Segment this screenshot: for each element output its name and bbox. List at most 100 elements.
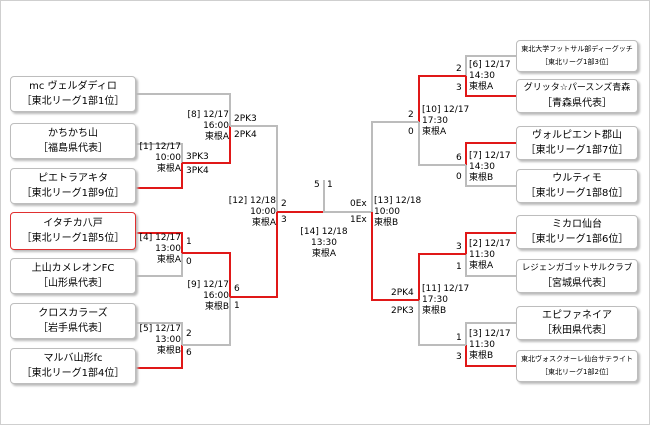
score-m3-b: 3 — [456, 352, 462, 362]
match-venue: 東根B — [204, 302, 229, 312]
match-time: 11:30 — [469, 250, 495, 260]
team-right-7[interactable]: エピファネイア ［秋田県代表］ — [516, 306, 638, 340]
score-m4-b: 0 — [186, 257, 192, 267]
team-affiliation: ［東北リーグ1部8位］ — [525, 188, 629, 199]
match-5-info: [5] 12/17 13:00 東根B — [138, 324, 181, 357]
score-m8-a: 2PK3 — [234, 114, 257, 124]
match-1-info: [1] 12/17 10:00 東根A — [138, 142, 181, 175]
team-right-8[interactable]: 東北ヴォスクオーレ仙台サテライト ［東北リーグ1部2位］ — [516, 350, 638, 382]
score-m1-a: 3PK3 — [186, 152, 209, 162]
team-right-3[interactable]: ヴォルピエント郡山 ［東北リーグ1部7位］ — [516, 126, 638, 160]
match-venue: 東根B — [374, 218, 399, 228]
score-m13-b: 1Ex — [350, 215, 367, 225]
match-label: [3] 12/17 — [469, 329, 511, 339]
team-name: mc ヴェルダディロ — [29, 81, 117, 92]
score-m7-b: 0 — [456, 172, 462, 182]
score-m14-b: 1 — [327, 180, 333, 190]
team-name: イタチカ八戸 — [43, 218, 103, 229]
score-m3-a: 1 — [456, 333, 462, 343]
match-venue: 東根A — [469, 261, 494, 271]
match-time: 14:30 — [469, 162, 495, 172]
team-affiliation: ［東北リーグ1部6位］ — [525, 234, 629, 245]
score-m1-b: 3PK4 — [186, 166, 209, 176]
line-right-team3 — [465, 142, 516, 165]
score-m6-a: 2 — [456, 64, 462, 74]
team-left-7[interactable]: マルバ山形fc ［東北リーグ1部4位］ — [10, 348, 136, 384]
team-affiliation: ［宮城県代表］ — [542, 278, 612, 289]
team-left-1[interactable]: mc ヴェルダディロ ［東北リーグ1部1位］ — [10, 76, 136, 112]
line-left-team5 — [136, 253, 183, 277]
line-right-team2 — [465, 76, 516, 97]
score-m2-b: 1 — [456, 262, 462, 272]
team-right-1[interactable]: 東北大学フットサル部ディーグッチ ［東北リーグ1部3位］ — [516, 40, 638, 72]
score-m2-a: 3 — [456, 242, 462, 252]
match-label: [6] 12/17 — [469, 60, 511, 70]
team-right-5[interactable]: ミカロ仙台 ［東北リーグ1部6位］ — [516, 215, 638, 249]
team-left-6[interactable]: クロスカラーズ ［岩手県代表］ — [10, 303, 136, 339]
match-time: 10:00 — [250, 207, 276, 217]
team-name: マルバ山形fc — [43, 353, 103, 364]
team-name: 東北ヴォスクオーレ仙台サテライト — [521, 355, 633, 363]
team-affiliation: ［岩手県代表］ — [38, 323, 108, 334]
line-left-team2 — [136, 143, 183, 163]
team-name: かちかち山 — [48, 128, 98, 139]
team-left-3[interactable]: ピエトラアキタ ［東北リーグ1部9位］ — [10, 168, 136, 204]
score-m7-a: 6 — [456, 153, 462, 163]
score-m12-b: 3 — [281, 215, 287, 225]
line-right-m6-winner — [418, 75, 466, 122]
match-time: 17:30 — [422, 295, 448, 305]
match-venue: 東根A — [156, 164, 181, 174]
team-affiliation: ［福島県代表］ — [38, 143, 108, 154]
line-left-team4 — [136, 232, 183, 253]
line-left-team6 — [136, 322, 183, 345]
line-left-team1 — [136, 93, 231, 126]
team-affiliation: ［東北リーグ1部9位］ — [21, 188, 125, 199]
line-left-m4-winner — [182, 252, 231, 297]
score-m5-a: 2 — [186, 329, 192, 339]
team-left-4[interactable]: イタチカ八戸 ［東北リーグ1部5位］ — [10, 212, 136, 250]
line-right-team4 — [465, 165, 516, 187]
team-name: ピエトラアキタ — [38, 173, 108, 184]
match-9-info: [9] 12/17 16:00 東根B — [182, 280, 229, 313]
match-time: 14:30 — [469, 71, 495, 81]
team-right-2[interactable]: グリッタ☆パースンズ青森 ［青森県代表］ — [516, 79, 638, 113]
team-name: 上山カメレオンFC — [31, 263, 115, 274]
match-label: [12] 12/18 — [228, 196, 276, 206]
match-label: [8] 12/17 — [187, 110, 229, 120]
match-time: 17:30 — [422, 116, 448, 126]
match-label: [4] 12/17 — [139, 233, 181, 243]
match-2-info: [2] 12/17 11:30 東根A — [469, 239, 514, 272]
match-venue: 東根B — [422, 306, 447, 316]
team-right-6[interactable]: レジェンガゴットサルクラブ ［宮城県代表］ — [516, 259, 638, 293]
score-m12-a: 2 — [281, 199, 287, 209]
score-m14-a: 5 — [314, 180, 320, 190]
line-right-m2-winner — [418, 253, 466, 300]
match-venue: 東根B — [469, 173, 494, 183]
match-time: 13:30 — [311, 238, 337, 248]
match-time: 10:00 — [374, 207, 400, 217]
match-venue: 東根B — [469, 351, 494, 361]
team-left-2[interactable]: かちかち山 ［福島県代表］ — [10, 123, 136, 159]
team-name: レジェンガゴットサルクラブ — [521, 263, 633, 273]
match-time: 16:00 — [203, 291, 229, 301]
team-affiliation: ［秋田県代表］ — [542, 325, 612, 336]
team-left-5[interactable]: 上山カメレオンFC ［山形県代表］ — [10, 258, 136, 294]
match-4-info: [4] 12/17 13:00 東根A — [138, 233, 181, 266]
match-time: 13:00 — [155, 244, 181, 254]
match-14-info: [14] 12/18 13:30 東根A — [298, 227, 350, 260]
match-label: [2] 12/17 — [469, 239, 511, 249]
team-right-4[interactable]: ウルティモ ［東北リーグ1部8位］ — [516, 169, 638, 203]
line-right-team7 — [465, 322, 516, 345]
match-label: [13] 12/18 — [374, 196, 422, 206]
team-name: ヴォルピエント郡山 — [532, 130, 622, 141]
match-venue: 東根A — [422, 127, 447, 137]
score-m5-b: 6 — [186, 348, 192, 358]
team-name: クロスカラーズ — [38, 308, 108, 319]
score-m13-a: 0Ex — [350, 199, 367, 209]
team-affiliation: ［山形県代表］ — [38, 278, 108, 289]
match-venue: 東根A — [156, 255, 181, 265]
score-m4-a: 1 — [186, 237, 192, 247]
team-affiliation: ［東北リーグ1部4位］ — [21, 368, 125, 379]
match-time: 11:30 — [469, 340, 495, 350]
